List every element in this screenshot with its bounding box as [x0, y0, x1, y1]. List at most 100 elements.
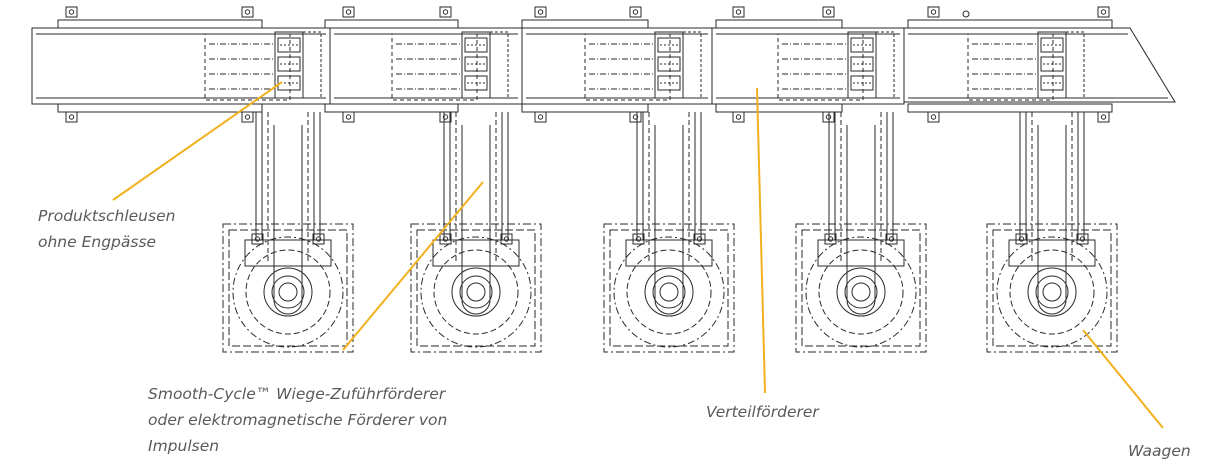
- scale-center: [659, 282, 679, 302]
- trough-end-segment: [903, 27, 1176, 103]
- mounting-bracket-bottom: [1097, 111, 1110, 123]
- bottom-rail: [57, 103, 263, 113]
- scale-bracket: [1015, 233, 1028, 245]
- bracket-screw: [244, 114, 251, 120]
- top-rail: [521, 19, 649, 29]
- product-gate-housing: [461, 31, 491, 99]
- bracket-screw: [68, 9, 75, 15]
- scale-hub-inner: [1035, 275, 1069, 309]
- scale-center: [278, 282, 298, 302]
- scale-ring: [818, 249, 904, 335]
- feeder-u-bend: [654, 260, 684, 315]
- gate-dashed-region: [777, 33, 864, 101]
- top-rail: [57, 19, 263, 29]
- label-feeder-line-3: Impulsen: [148, 437, 220, 455]
- top-rail: [324, 19, 459, 29]
- scale-outer-circle: [232, 236, 344, 348]
- trough-segment: [329, 27, 523, 105]
- scale-ring: [626, 249, 712, 335]
- scale-outer-dashed: [795, 223, 927, 353]
- bracket-screw: [537, 9, 544, 15]
- mounting-bracket-top: [822, 6, 835, 18]
- leader-product-gates: [112, 81, 283, 201]
- scale-ring: [245, 249, 331, 335]
- gate-side-dashed: [489, 31, 509, 99]
- product-gate: [277, 75, 301, 91]
- product-gate-housing: [847, 31, 877, 99]
- scale-inner-dashed: [992, 229, 1112, 347]
- gate-side-dashed: [1065, 31, 1085, 99]
- label-feeder: Smooth-Cycle™ Wiege-Zuführförderer oder …: [148, 381, 447, 459]
- mounting-bracket-top: [241, 6, 254, 18]
- leader-distribution-conveyor: [756, 87, 766, 394]
- scale-inner-dashed: [228, 229, 348, 347]
- label-scales: Waagen: [1128, 438, 1191, 464]
- scale-bracket: [632, 233, 645, 245]
- bracket-screw: [635, 236, 642, 242]
- product-gate: [657, 37, 681, 53]
- mounting-bracket-top: [342, 6, 355, 18]
- scale-ring: [1009, 249, 1095, 335]
- leader-scales: [1082, 329, 1164, 429]
- scale-bracket: [885, 233, 898, 245]
- bracket-screw: [1100, 9, 1107, 15]
- scale-outer-dashed: [603, 223, 735, 353]
- bracket-screw: [345, 9, 352, 15]
- scale-hub-inner: [652, 275, 686, 309]
- bracket-screw: [442, 114, 449, 120]
- label-product-gates-line-1: Produktschleusen: [38, 207, 176, 225]
- trough-segment: [711, 27, 905, 105]
- mounting-bracket-bottom: [534, 111, 547, 123]
- product-gate: [657, 56, 681, 72]
- gate-dashed-region: [391, 33, 478, 101]
- product-gate: [1040, 75, 1064, 91]
- label-distribution-conveyor-text: Verteilförderer: [706, 403, 819, 421]
- gate-dashed-region: [584, 33, 671, 101]
- scale-outer-circle: [613, 236, 725, 348]
- bracket-screw: [68, 114, 75, 120]
- top-rail: [907, 19, 1113, 29]
- scale-ring: [433, 249, 519, 335]
- scale-bracket: [500, 233, 513, 245]
- bracket-screw: [930, 9, 937, 15]
- bracket-screw: [442, 236, 449, 242]
- scale-bracket: [1076, 233, 1089, 245]
- scale-inner-dashed: [416, 229, 536, 347]
- scale-hub-inner: [844, 275, 878, 309]
- scale-hub-inner: [459, 275, 493, 309]
- gate-side-dashed: [682, 31, 702, 99]
- mounting-bracket-bottom: [65, 111, 78, 123]
- mounting-bracket-top: [629, 6, 642, 18]
- bracket-screw: [1100, 114, 1107, 120]
- bracket-screw: [735, 9, 742, 15]
- technical-drawing: [31, 6, 1176, 353]
- mounting-bracket-bottom: [342, 111, 355, 123]
- scale-hub-inner: [271, 275, 305, 309]
- scale-top-plate: [817, 239, 905, 267]
- bracket-screw: [537, 114, 544, 120]
- scale-bracket: [824, 233, 837, 245]
- mounting-bracket-top: [439, 6, 452, 18]
- feeder-u-bend: [461, 260, 491, 315]
- scale-outer-dashed: [986, 223, 1118, 353]
- scale-center: [1042, 282, 1062, 302]
- product-gate: [277, 56, 301, 72]
- scale-inner-dashed: [801, 229, 921, 347]
- bracket-screw: [254, 236, 261, 242]
- product-gate: [850, 75, 874, 91]
- mounting-bracket-top: [1097, 6, 1110, 18]
- leader-lines: [112, 81, 1164, 429]
- product-gate: [850, 37, 874, 53]
- gate-dashed-region: [967, 33, 1054, 101]
- bracket-screw: [1018, 236, 1025, 242]
- mounting-bracket-bottom: [732, 111, 745, 123]
- product-gate: [1040, 37, 1064, 53]
- scale-hub: [263, 267, 313, 317]
- bracket-screw: [345, 114, 352, 120]
- product-gate-housing: [654, 31, 684, 99]
- feeder-u-bend: [1037, 260, 1067, 315]
- bracket-screw: [503, 236, 510, 242]
- scale-bracket: [251, 233, 264, 245]
- mounting-bracket-top: [927, 6, 940, 18]
